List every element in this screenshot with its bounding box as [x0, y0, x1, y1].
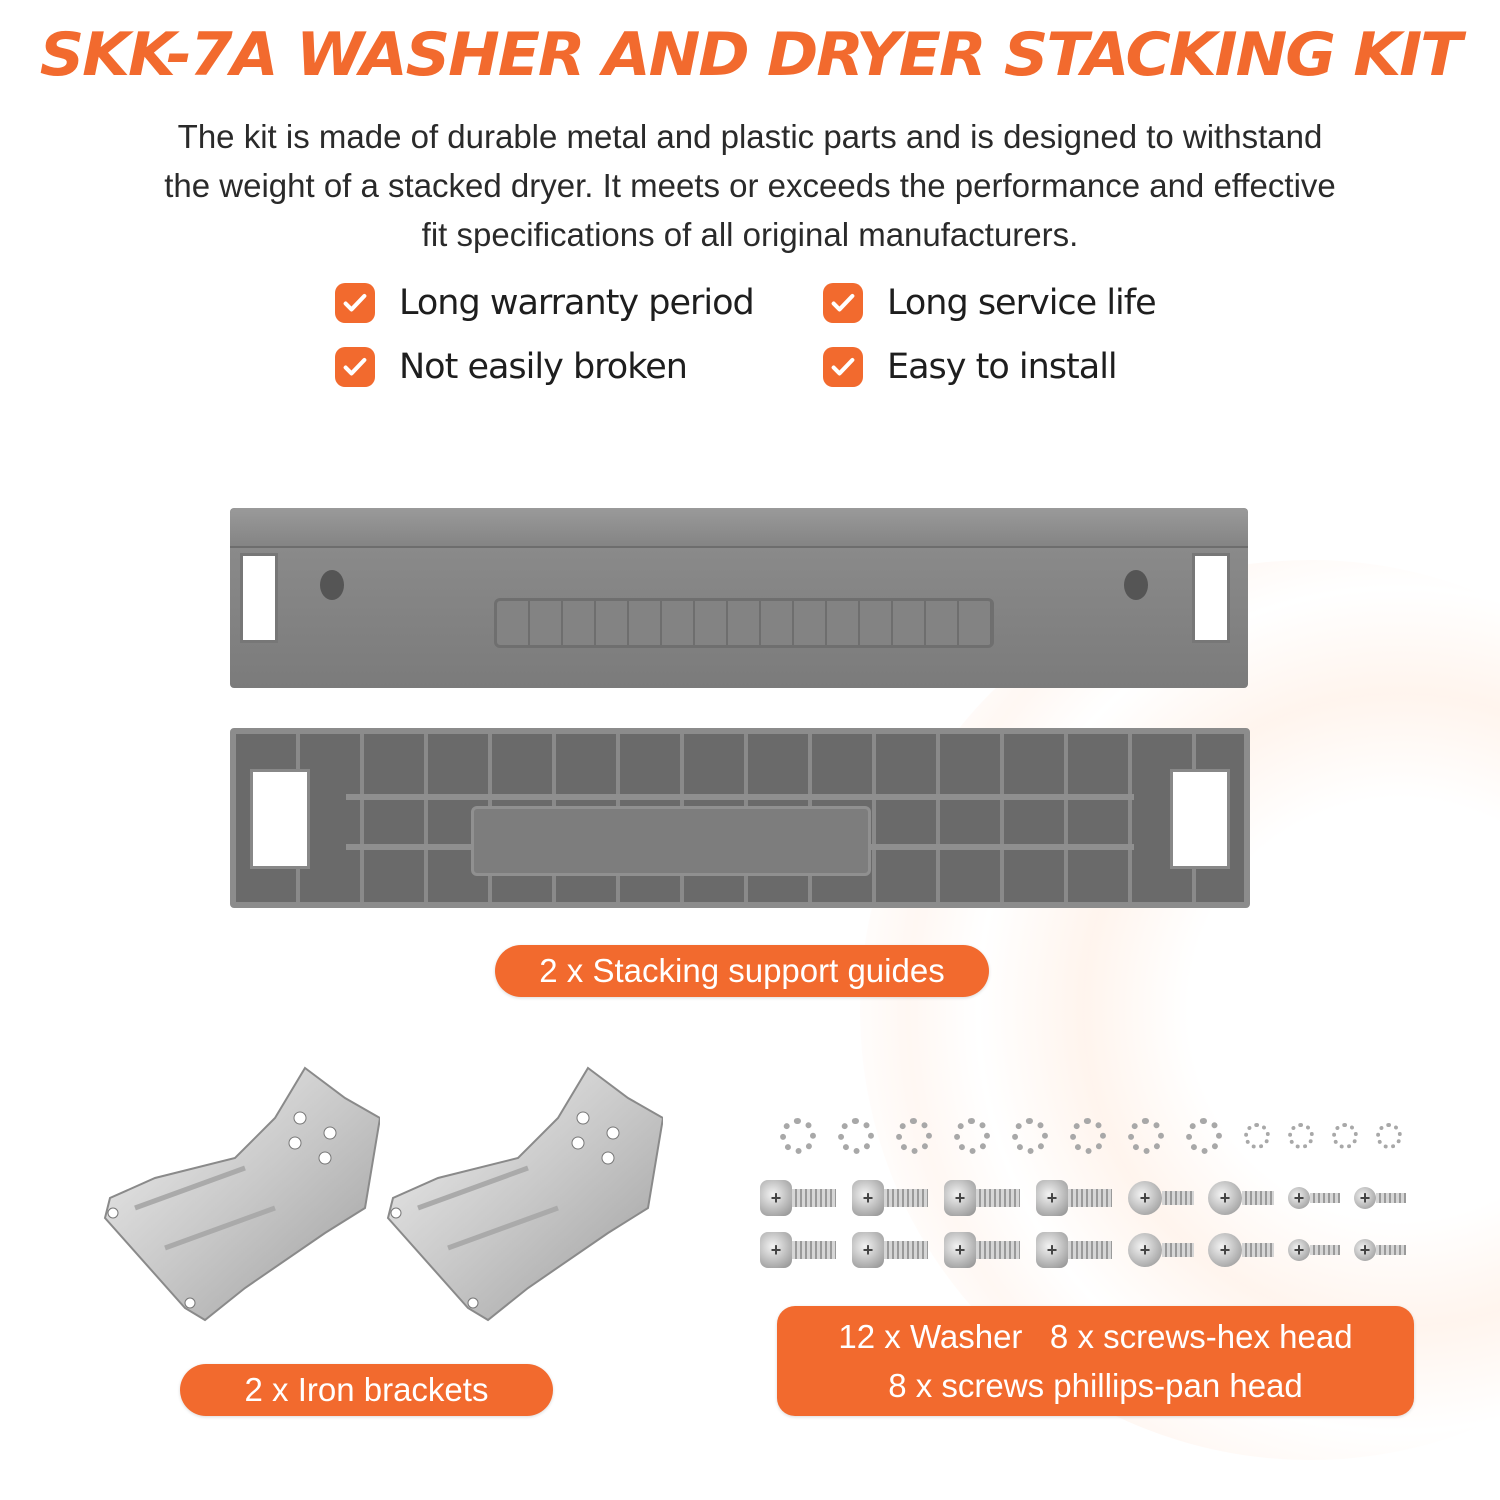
hex-screw-icon [1036, 1180, 1112, 1216]
washer-icon [780, 1118, 816, 1154]
hardware-image [760, 1110, 1440, 1280]
checkmark-icon [823, 283, 863, 323]
pan-screw-icon [1354, 1239, 1406, 1261]
washer-icon [1332, 1123, 1358, 1149]
hex-screw-icon [944, 1180, 1020, 1216]
hex-screw-icon [944, 1232, 1020, 1268]
washer-icon [1288, 1123, 1314, 1149]
iron-bracket [103, 1066, 380, 1322]
iron-bracket [386, 1066, 663, 1322]
description-line: fit specifications of all original manuf… [421, 216, 1079, 253]
washers-row [780, 1118, 1420, 1154]
hex-screw-icon [852, 1180, 928, 1216]
hex-screw-icon [760, 1232, 836, 1268]
washer-icon [1012, 1118, 1048, 1154]
feature-item: Not easily broken [335, 344, 823, 390]
feature-label: Easy to install [887, 347, 1118, 387]
hex-screw-icon [760, 1180, 836, 1216]
product-description: The kit is made of durable metal and pla… [60, 112, 1440, 259]
description-line: The kit is made of durable metal and pla… [177, 118, 1323, 155]
feature-label: Long warranty period [399, 283, 755, 323]
feature-item: Long service life [823, 280, 1183, 326]
feature-item: Long warranty period [335, 280, 823, 326]
pan-screw-icon [1288, 1239, 1340, 1261]
iron-brackets-label: 2 x Iron brackets [180, 1364, 553, 1416]
feature-item: Easy to install [823, 344, 1183, 390]
washer-icon [1244, 1123, 1270, 1149]
feature-label: Long service life [887, 283, 1157, 323]
hardware-label: 12 x Washer 8 x screws-hex head 8 x scre… [777, 1306, 1414, 1416]
washer-icon [896, 1118, 932, 1154]
checkmark-icon [823, 347, 863, 387]
checkmark-icon [335, 283, 375, 323]
pan-screw-icon [1288, 1187, 1340, 1209]
screws-row [760, 1232, 1420, 1268]
stacking-guide-front-view [230, 508, 1248, 688]
hardware-label-line: 8 x screws phillips-pan head [888, 1367, 1303, 1404]
pan-screw-icon [1208, 1181, 1274, 1215]
washer-icon [1128, 1118, 1164, 1154]
washer-icon [1376, 1123, 1402, 1149]
hex-screw-icon [852, 1232, 928, 1268]
washer-icon [838, 1118, 874, 1154]
pan-screw-icon [1128, 1233, 1194, 1267]
description-line: the weight of a stacked dryer. It meets … [164, 167, 1336, 204]
hex-screw-icon [1036, 1232, 1112, 1268]
stacking-guides-label: 2 x Stacking support guides [495, 945, 989, 997]
hardware-label-line: 12 x Washer 8 x screws-hex head [838, 1318, 1353, 1355]
feature-label: Not easily broken [399, 347, 688, 387]
pan-screw-icon [1208, 1233, 1274, 1267]
feature-list: Long warranty period Long service life N… [335, 280, 1185, 390]
stacking-guides-image [230, 508, 1265, 918]
iron-brackets-image [90, 1058, 690, 1338]
washer-icon [1070, 1118, 1106, 1154]
pan-screw-icon [1128, 1181, 1194, 1215]
washer-icon [1186, 1118, 1222, 1154]
pan-screw-icon [1354, 1187, 1406, 1209]
checkmark-icon [335, 347, 375, 387]
screws-row [760, 1180, 1420, 1216]
stacking-guide-back-view [230, 728, 1250, 908]
page-title: SKK-7A WASHER AND DRYER STACKING KIT [39, 20, 1463, 90]
washer-icon [954, 1118, 990, 1154]
